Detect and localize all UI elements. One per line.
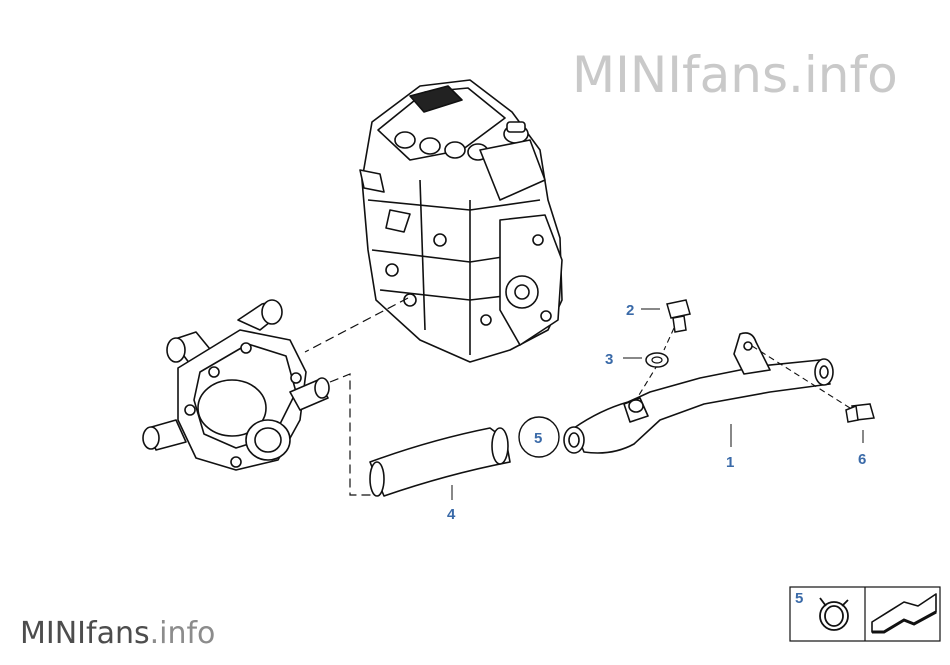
legend-box: 5 bbox=[789, 586, 941, 642]
leader-engine-pump bbox=[304, 297, 409, 353]
hose bbox=[369, 427, 511, 497]
callout-4: 4 bbox=[447, 506, 456, 523]
callout-3: 3 bbox=[605, 351, 613, 368]
leader-pump-hose bbox=[329, 373, 376, 496]
bolt-part-2 bbox=[666, 299, 691, 333]
clamp-callout-circle bbox=[518, 416, 560, 458]
bolt-part-6 bbox=[845, 403, 875, 423]
leader-bolt-washer bbox=[663, 327, 675, 351]
sealing-washer-hole bbox=[651, 356, 663, 364]
water-pump bbox=[142, 299, 330, 471]
leader-washer-pipe bbox=[635, 363, 659, 401]
coolant-pipe bbox=[563, 332, 834, 454]
watermark-bottom: MINIfans.info bbox=[20, 616, 215, 651]
arrow-icon bbox=[871, 593, 937, 634]
legend-clamp-number: 5 bbox=[795, 590, 803, 607]
callout-6: 6 bbox=[858, 451, 866, 468]
engine-block bbox=[359, 79, 563, 363]
clamp-icon bbox=[819, 597, 849, 631]
callout-1: 1 bbox=[726, 454, 734, 471]
callout-2: 2 bbox=[626, 302, 634, 319]
sealing-washer-part-3 bbox=[645, 352, 669, 368]
callout-5: 5 bbox=[534, 430, 542, 447]
watermark-top: MINIfans.info bbox=[572, 46, 898, 104]
